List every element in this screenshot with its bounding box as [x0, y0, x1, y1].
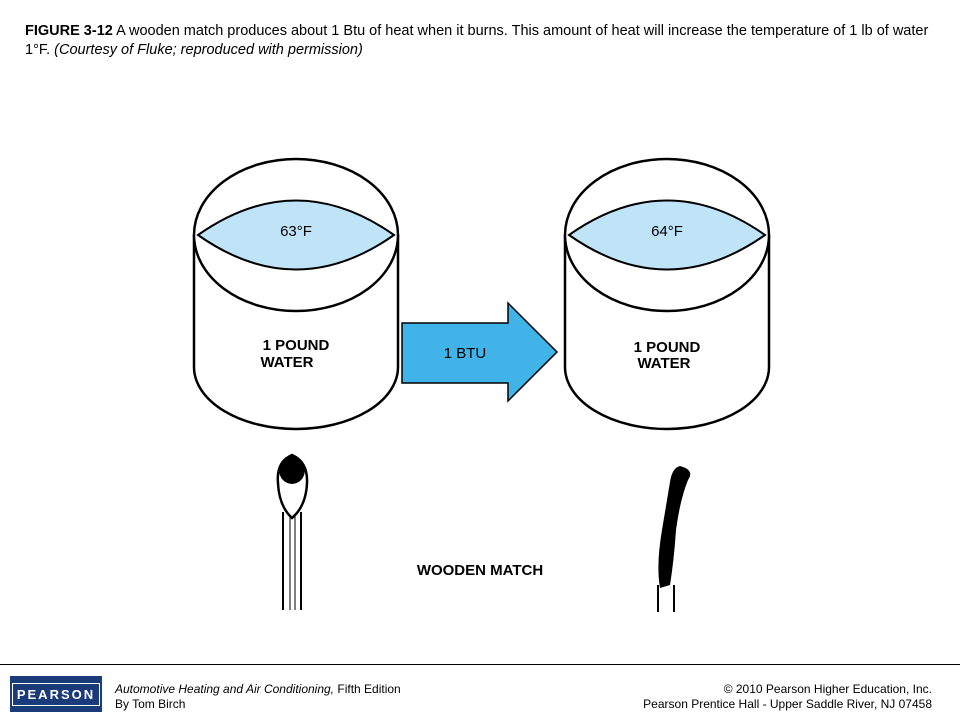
- figure-caption: FIGURE 3-12 A wooden match produces abou…: [25, 22, 940, 60]
- left-temperature: 63°F: [280, 223, 312, 240]
- caption-text: A wooden match produces about 1 Btu of h…: [25, 23, 929, 58]
- left-label-line2: WATER: [260, 354, 313, 371]
- arrow-label: 1 BTU: [444, 345, 487, 362]
- book-author: By Tom Birch: [115, 697, 186, 711]
- right-label-line1: 1 POUND: [634, 339, 701, 356]
- footer-divider: [0, 664, 960, 665]
- unburned-match: [276, 453, 309, 610]
- right-water-container: 64°F 1 POUND WATER: [563, 157, 771, 431]
- btu-arrow: 1 BTU: [401, 301, 559, 403]
- logo-text: PEARSON: [11, 682, 101, 706]
- copyright-text: © 2010 Pearson Higher Education, Inc.: [723, 682, 932, 696]
- right-temperature: 64°F: [651, 223, 683, 240]
- left-water-container: 63°F 1 POUND WATER: [192, 157, 400, 431]
- publisher-text: Pearson Prentice Hall - Upper Saddle Riv…: [643, 697, 932, 711]
- right-water-surface: [567, 199, 767, 271]
- figure-label: FIGURE 3-12: [25, 23, 113, 39]
- pearson-logo: PEARSON: [10, 676, 102, 712]
- left-water-surface: [196, 199, 396, 271]
- book-title: Automotive Heating and Air Conditioning,: [115, 682, 335, 696]
- match-label: WOODEN MATCH: [417, 562, 543, 579]
- caption-credit: (Courtesy of Fluke; reproduced with perm…: [54, 42, 363, 58]
- left-label-line1: 1 POUND: [263, 337, 330, 354]
- burned-match: [657, 466, 691, 612]
- right-label-line2: WATER: [637, 355, 690, 372]
- footer-book-info: Automotive Heating and Air Conditioning,…: [115, 682, 401, 712]
- footer-copyright: © 2010 Pearson Higher Education, Inc. Pe…: [643, 682, 932, 712]
- book-edition: Fifth Edition: [334, 682, 401, 696]
